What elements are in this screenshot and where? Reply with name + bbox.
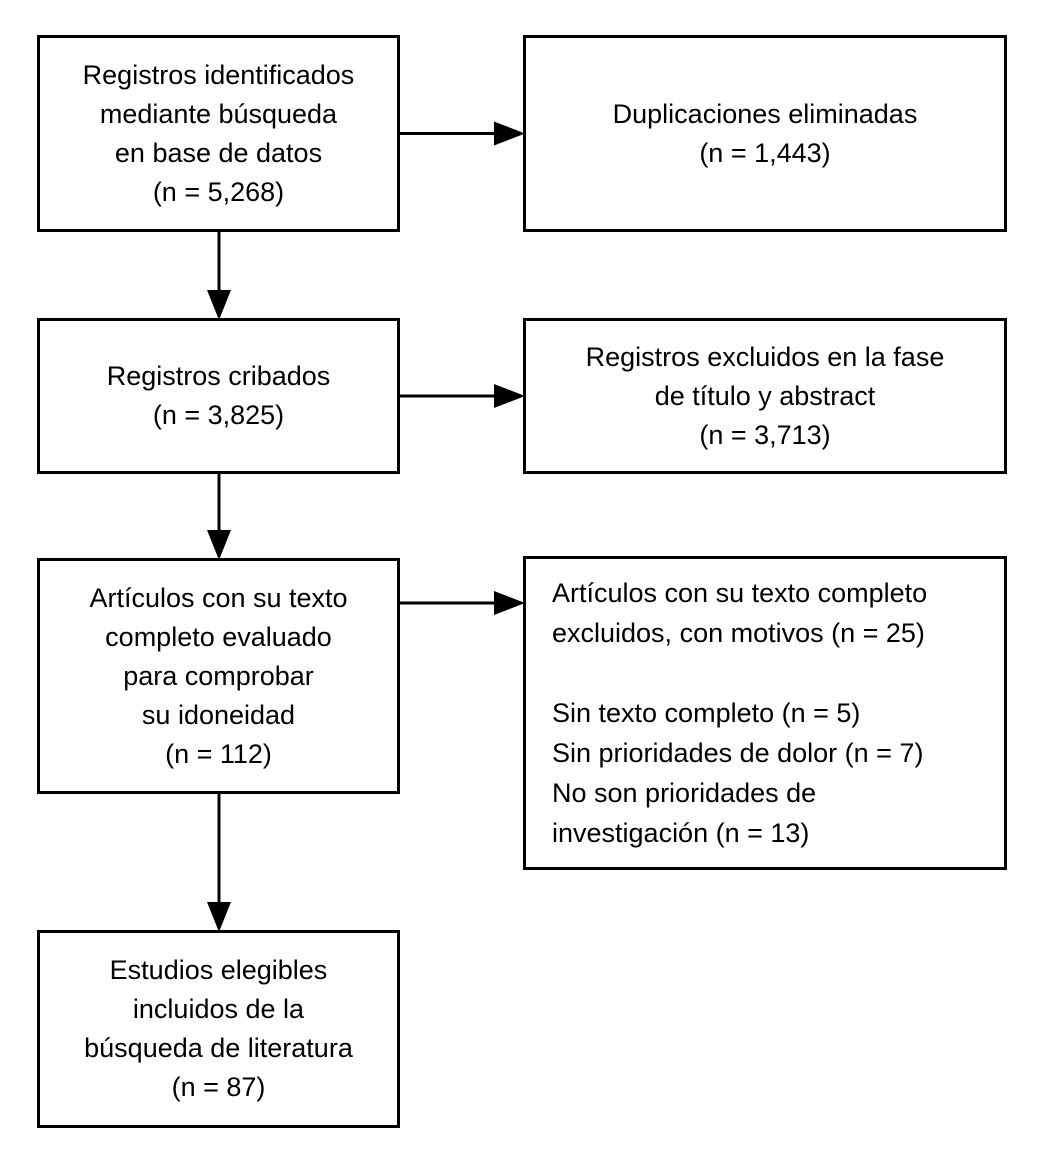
- arrowhead-down-icon: [207, 902, 231, 932]
- arrow-screened-to-excluded: [398, 384, 525, 408]
- arrowhead-right-icon: [494, 121, 525, 146]
- arrow-fulltext-to-included: [207, 792, 231, 932]
- box-records-identified-text: Registros identificados mediante búsqued…: [82, 59, 355, 207]
- arrow-screened-to-fulltext: [207, 472, 231, 560]
- box-records-screened: Registros cribados (n = 3,825): [37, 318, 400, 474]
- box-fulltext-excluded-text: Artículos con su texto completo excluido…: [552, 578, 928, 848]
- arrow-identified-to-screened: [207, 230, 231, 320]
- box-studies-included: Estudios elegibles incluidos de la búsqu…: [37, 930, 400, 1128]
- box-studies-included-text: Estudios elegibles incluidos de la búsqu…: [84, 955, 353, 1102]
- arrow-fulltext-to-excluded: [398, 591, 525, 615]
- box-fulltext-assessed: Artículos con su texto completo evaluado…: [37, 558, 400, 794]
- arrowhead-down-icon: [207, 530, 231, 560]
- box-records-screened-text: Registros cribados (n = 3,825): [106, 361, 331, 430]
- box-excluded-title-abstract: Registros excluidos en la fase de título…: [523, 318, 1007, 474]
- box-fulltext-assessed-text: Artículos con su texto completo evaluado…: [89, 582, 348, 769]
- arrowhead-down-icon: [207, 290, 231, 320]
- arrow-identified-to-duplicates: [398, 121, 525, 146]
- box-fulltext-excluded: Artículos con su texto completo excluido…: [523, 556, 1007, 870]
- box-records-identified: Registros identificados mediante búsqued…: [37, 35, 400, 232]
- box-excluded-title-abstract-text: Registros excluidos en la fase de título…: [585, 341, 945, 450]
- box-duplicates-removed: Duplicaciones eliminadas (n = 1,443): [523, 35, 1007, 232]
- arrowhead-right-icon: [494, 591, 525, 615]
- arrowhead-right-icon: [494, 384, 525, 408]
- box-duplicates-removed-text: Duplicaciones eliminadas (n = 1,443): [612, 98, 918, 168]
